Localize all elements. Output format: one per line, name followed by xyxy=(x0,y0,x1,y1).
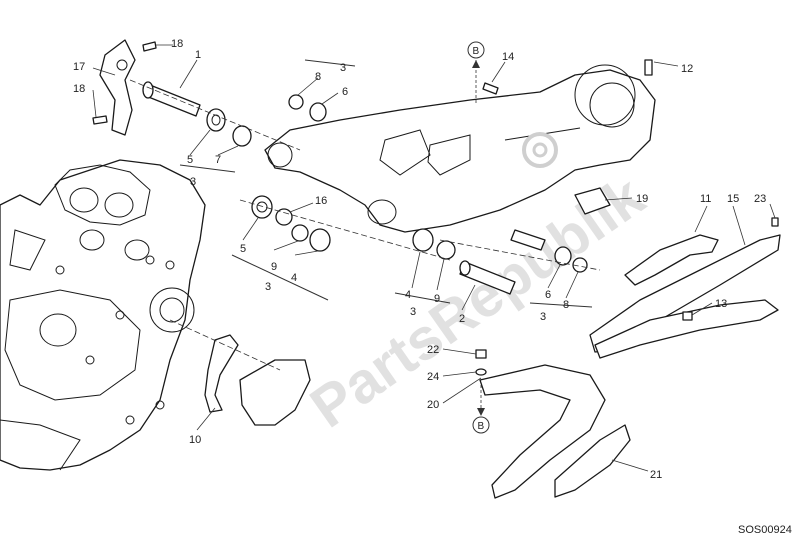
callout-23: 23 xyxy=(754,193,766,205)
gear-logo-icon xyxy=(522,132,558,168)
reference-marker-b-top: B xyxy=(467,41,485,105)
bracket-10 xyxy=(204,334,239,413)
bolt-18-upper xyxy=(142,41,157,52)
callout-6-lower: 6 xyxy=(545,289,551,301)
engine-assembly xyxy=(0,159,206,471)
callout-8-upper: 8 xyxy=(315,71,321,83)
callout-12: 12 xyxy=(681,63,693,75)
bushing-6-upper xyxy=(309,102,327,122)
callout-1: 1 xyxy=(195,49,201,61)
sprocket-cover xyxy=(239,359,311,426)
chain-guard-20 xyxy=(479,364,606,499)
callout-24: 24 xyxy=(427,371,439,383)
leader-lines xyxy=(92,44,776,472)
drawing-code: SOS00924 xyxy=(738,524,792,536)
callout-22: 22 xyxy=(427,344,439,356)
svg-text:B: B xyxy=(473,46,480,57)
screw-23 xyxy=(771,217,779,227)
callout-6-upper: 6 xyxy=(342,86,348,98)
bolt-14 xyxy=(482,82,499,95)
chain-guide-11 xyxy=(624,234,719,286)
callout-14: 14 xyxy=(502,51,514,63)
callout-20: 20 xyxy=(427,399,439,411)
ring-16 xyxy=(275,208,293,226)
callout-18-lower: 18 xyxy=(73,83,85,95)
callout-5-upper: 5 xyxy=(187,154,193,166)
callout-9-right: 9 xyxy=(434,293,440,305)
bolt-18-lower xyxy=(92,115,108,125)
bearing-5-upper xyxy=(206,108,226,132)
reference-marker-b-bottom: B xyxy=(472,385,490,434)
screw-13 xyxy=(682,311,693,321)
bearing-5-lower xyxy=(251,195,273,219)
callout-3-far-right: 3 xyxy=(540,311,546,323)
pivot-shaft-1 xyxy=(142,81,201,117)
bushing-6-right xyxy=(554,246,572,266)
pivot-shaft-2 xyxy=(459,260,516,295)
seal-8-upper xyxy=(288,94,304,110)
callout-17: 17 xyxy=(73,61,85,73)
screw-22 xyxy=(475,349,487,359)
washer-24 xyxy=(475,368,487,376)
callout-labels: 1 2 3 3 3 3 3 4 4 5 5 6 6 7 8 8 9 9 10 1… xyxy=(73,38,766,481)
callout-7: 7 xyxy=(215,154,221,166)
callout-3-right: 3 xyxy=(410,306,416,318)
swingarm xyxy=(264,64,656,233)
svg-text:B: B xyxy=(478,421,485,432)
callout-18-upper: 18 xyxy=(171,38,183,50)
group-lines-3 xyxy=(179,59,593,308)
spacer-tube xyxy=(510,229,546,251)
callout-15: 15 xyxy=(727,193,739,205)
bearing-4-right xyxy=(412,228,434,252)
callout-9-left: 9 xyxy=(271,261,277,273)
bearing-4-left xyxy=(309,228,331,252)
axis-lines xyxy=(129,79,601,371)
seal-9-right xyxy=(436,240,456,260)
callout-3-left: 3 xyxy=(190,176,196,188)
callout-8-lower: 8 xyxy=(563,299,569,311)
callout-16: 16 xyxy=(315,195,327,207)
callout-4-right: 4 xyxy=(405,289,411,301)
bracket-17 xyxy=(99,39,136,136)
callout-10: 10 xyxy=(189,434,201,446)
callout-21: 21 xyxy=(650,469,662,481)
callout-3-top: 3 xyxy=(340,62,346,74)
callout-4-left: 4 xyxy=(291,272,297,284)
callout-5-lower: 5 xyxy=(240,243,246,255)
callout-2: 2 xyxy=(459,313,465,325)
callout-3-mid: 3 xyxy=(265,281,271,293)
callout-13: 13 xyxy=(715,298,727,310)
callout-19: 19 xyxy=(636,193,648,205)
callout-11: 11 xyxy=(700,193,711,205)
seal-9-left xyxy=(291,224,309,242)
chain-guard-21 xyxy=(554,424,631,498)
pad-19 xyxy=(574,187,611,215)
bolt-12 xyxy=(644,59,653,76)
